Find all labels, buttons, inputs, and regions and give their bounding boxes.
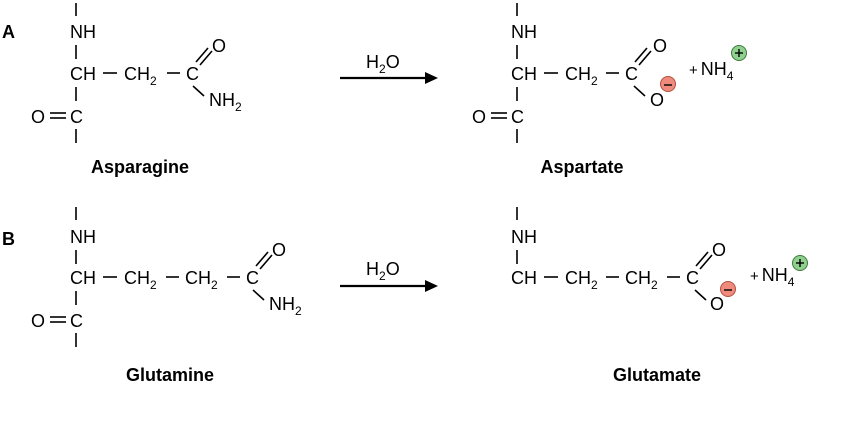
atom-ch2: CH2 [565, 64, 598, 88]
double-bond [255, 251, 269, 267]
double-bond [195, 47, 209, 63]
panel-a: A NH CH CH2 C O NH2 O C Asparagine H2O [2, 3, 747, 177]
ammonium: +NH4 [689, 45, 747, 83]
atom-ch: CH [70, 64, 96, 84]
double-bond [699, 254, 713, 270]
panel-label: A [2, 22, 15, 42]
glutamine-structure: NH CH CH2 CH2 C O NH2 O C [31, 207, 302, 347]
aspartate-structure: NH CH CH2 C O O O C [472, 3, 676, 143]
reaction-arrow: H2O [340, 52, 438, 84]
atom-c: C [511, 107, 524, 127]
atom-ch2: CH2 [625, 268, 658, 292]
reagent-water: H2O [366, 52, 400, 76]
double-bond [695, 251, 709, 267]
arrow-head-icon [425, 280, 438, 292]
glutamate-structure: NH CH CH2 CH2 C O O [511, 207, 736, 314]
ammonium-formula: +NH4 [689, 59, 734, 83]
atom-o-minus: O [710, 294, 724, 314]
atom-c: C [686, 268, 699, 288]
double-bond [199, 50, 213, 66]
atom-o: O [712, 240, 726, 260]
atom-c: C [70, 311, 83, 331]
molecule-name: Glutamate [613, 365, 701, 385]
panel-b: B NH CH CH2 CH2 C O NH2 O C Glutamine [2, 207, 808, 385]
atom-c: C [246, 268, 259, 288]
atom-c: C [70, 107, 83, 127]
atom-c: C [186, 64, 199, 84]
atom-o-minus: O [650, 90, 664, 110]
negative-charge-icon [660, 76, 676, 92]
asparagine-structure: NH CH CH2 C O NH2 O C [31, 3, 242, 143]
arrow-head-icon [425, 72, 438, 84]
negative-charge-icon [720, 281, 736, 297]
atom-o: O [31, 107, 45, 127]
molecule-name: Glutamine [126, 365, 214, 385]
atom-o: O [272, 240, 286, 260]
double-bond [259, 254, 273, 270]
bond [694, 289, 707, 301]
double-bond [638, 50, 652, 66]
double-bond [634, 47, 648, 63]
atom-nh2: NH2 [209, 90, 242, 114]
atom-ch2: CH2 [185, 268, 218, 292]
reaction-arrow: H2O [340, 259, 438, 292]
molecule-name: Asparagine [91, 157, 189, 177]
atom-ch: CH [511, 64, 537, 84]
atom-nh: NH [511, 22, 537, 42]
bond [192, 85, 205, 97]
atom-o: O [472, 107, 486, 127]
molecule-name: Aspartate [540, 157, 623, 177]
panel-label: B [2, 229, 15, 249]
atom-c: C [625, 64, 638, 84]
ammonium-formula: +NH4 [750, 265, 795, 289]
atom-nh: NH [511, 227, 537, 247]
bond [252, 289, 265, 301]
atom-nh2: NH2 [269, 294, 302, 318]
bond [633, 85, 646, 97]
atom-o: O [212, 36, 226, 56]
reagent-water: H2O [366, 259, 400, 283]
atom-ch2: CH2 [124, 64, 157, 88]
atom-ch2: CH2 [565, 268, 598, 292]
atom-nh: NH [70, 22, 96, 42]
atom-ch: CH [70, 268, 96, 288]
atom-ch2: CH2 [124, 268, 157, 292]
atom-o: O [653, 36, 667, 56]
atom-nh: NH [70, 227, 96, 247]
atom-ch: CH [511, 268, 537, 288]
atom-o: O [31, 311, 45, 331]
ammonium: +NH4 [750, 255, 808, 289]
